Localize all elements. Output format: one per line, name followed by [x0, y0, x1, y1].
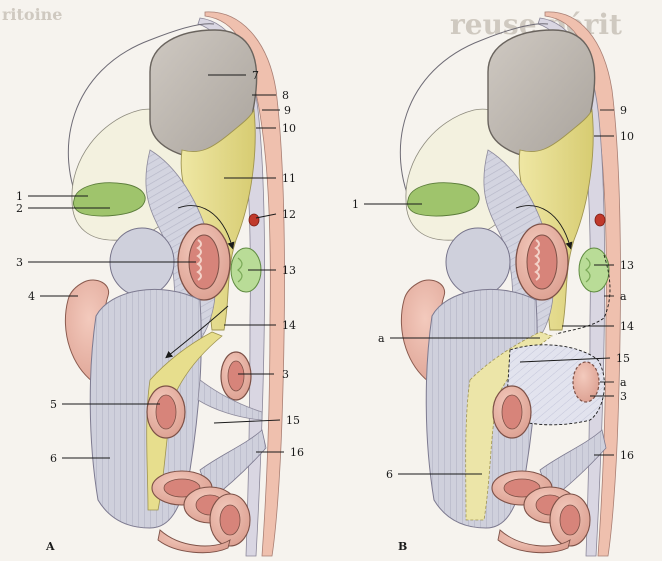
label-b-16: 16 — [620, 449, 634, 462]
label-a-5: 5 — [50, 398, 57, 411]
label-a-2: 2 — [16, 202, 23, 215]
panel-b: 9 10 13 a 14 15 a 3 16 1 a 6 B — [352, 12, 634, 556]
label-a-16: 16 — [290, 446, 304, 459]
artery — [249, 214, 259, 226]
duodenum-section-b — [516, 224, 568, 300]
label-a-11: 11 — [282, 172, 296, 185]
transverse-colon-section-b — [493, 386, 531, 438]
label-a-7: 7 — [252, 69, 259, 82]
label-b-a3: a — [620, 376, 627, 389]
label-b-3: 3 — [620, 390, 627, 403]
colon-section — [221, 352, 251, 400]
label-b-a1: a — [620, 290, 627, 303]
label-a-4: 4 — [28, 290, 35, 303]
label-a-3b: 3 — [282, 368, 289, 381]
label-b-14: 14 — [620, 320, 634, 333]
label-a-6: 6 — [50, 452, 57, 465]
label-b-15: 15 — [616, 352, 630, 365]
gallbladder — [73, 183, 145, 216]
label-a-13: 13 — [282, 264, 296, 277]
duodenum-loop-b — [446, 228, 510, 296]
gallbladder-b — [407, 183, 479, 216]
transverse-colon-section — [147, 386, 185, 438]
label-a-8: 8 — [282, 89, 289, 102]
artery-b — [595, 214, 605, 226]
label-a-15: 15 — [286, 414, 300, 427]
panel-b-letter: B — [398, 540, 407, 553]
label-a-10: 10 — [282, 122, 296, 135]
label-b-a2: a — [378, 332, 385, 345]
label-b-9: 9 — [620, 104, 627, 117]
label-a-3: 3 — [16, 256, 23, 269]
label-b-13: 13 — [620, 259, 634, 272]
pancreas-node-b — [579, 248, 609, 292]
label-b-6: 6 — [386, 468, 393, 481]
label-b-1: 1 — [352, 198, 359, 211]
svg-text:ritoine: ritoine — [2, 5, 62, 24]
label-b-10: 10 — [620, 130, 634, 143]
label-a-9: 9 — [284, 104, 291, 117]
panel-a: 7 8 9 10 11 12 13 14 3 15 16 1 2 3 4 5 6… — [16, 12, 304, 556]
panel-a-letter: A — [45, 540, 55, 553]
label-a-14: 14 — [282, 319, 296, 332]
label-a-12: 12 — [282, 208, 296, 221]
